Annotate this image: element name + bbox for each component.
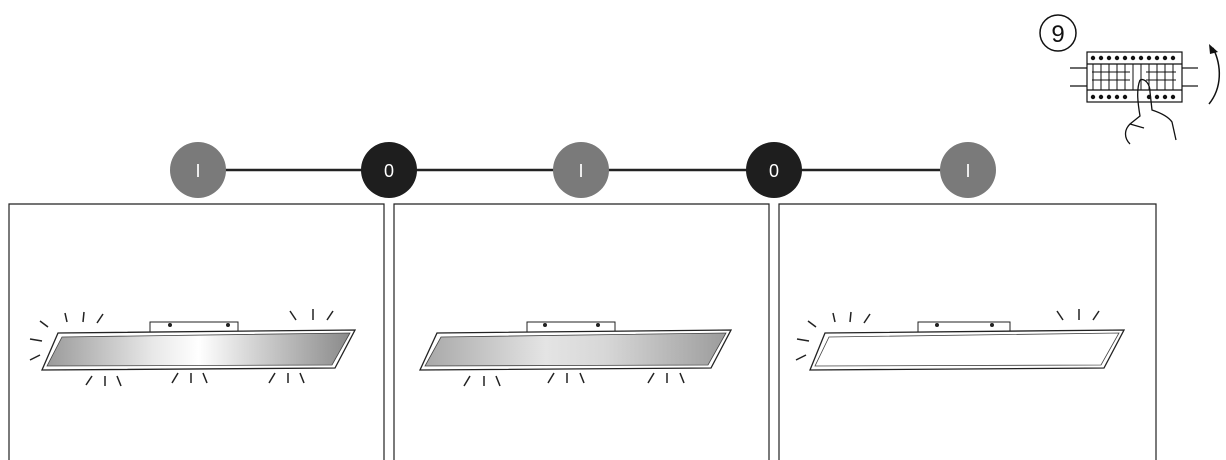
rotation-arrow-icon (1208, 47, 1220, 105)
light-rays (29, 309, 334, 387)
switch-on-step: I (553, 142, 609, 198)
step-number-badge (1039, 14, 1077, 52)
panel-1 (8, 203, 385, 460)
light-rays (795, 309, 1100, 361)
step-number: 9 (1051, 21, 1064, 48)
lamp-off-flashing-ends (809, 321, 1126, 371)
terminal-block-icon (1070, 51, 1198, 103)
step-label: I (965, 161, 970, 181)
switch-off-step: 0 (746, 142, 802, 198)
step-circle (553, 142, 609, 198)
hand-icon (1124, 78, 1177, 145)
step-label: I (578, 161, 583, 181)
step-label: 0 (384, 161, 394, 181)
panel-3 (778, 203, 1157, 460)
step-circle (361, 142, 417, 198)
panel-2 (393, 203, 770, 460)
step-label: I (195, 161, 200, 181)
step-circle (940, 142, 996, 198)
light-rays (463, 372, 685, 387)
step-label: 0 (769, 161, 779, 181)
switch-on-step: I (940, 142, 996, 198)
lamp-flashing-bright (41, 321, 357, 371)
switch-on-step: I (170, 142, 226, 198)
switch-off-step: 0 (361, 142, 417, 198)
breaker-illustration: 9 (1039, 14, 1220, 145)
step-circle (170, 142, 226, 198)
lamp-flashing (418, 321, 733, 371)
step-circle (746, 142, 802, 198)
